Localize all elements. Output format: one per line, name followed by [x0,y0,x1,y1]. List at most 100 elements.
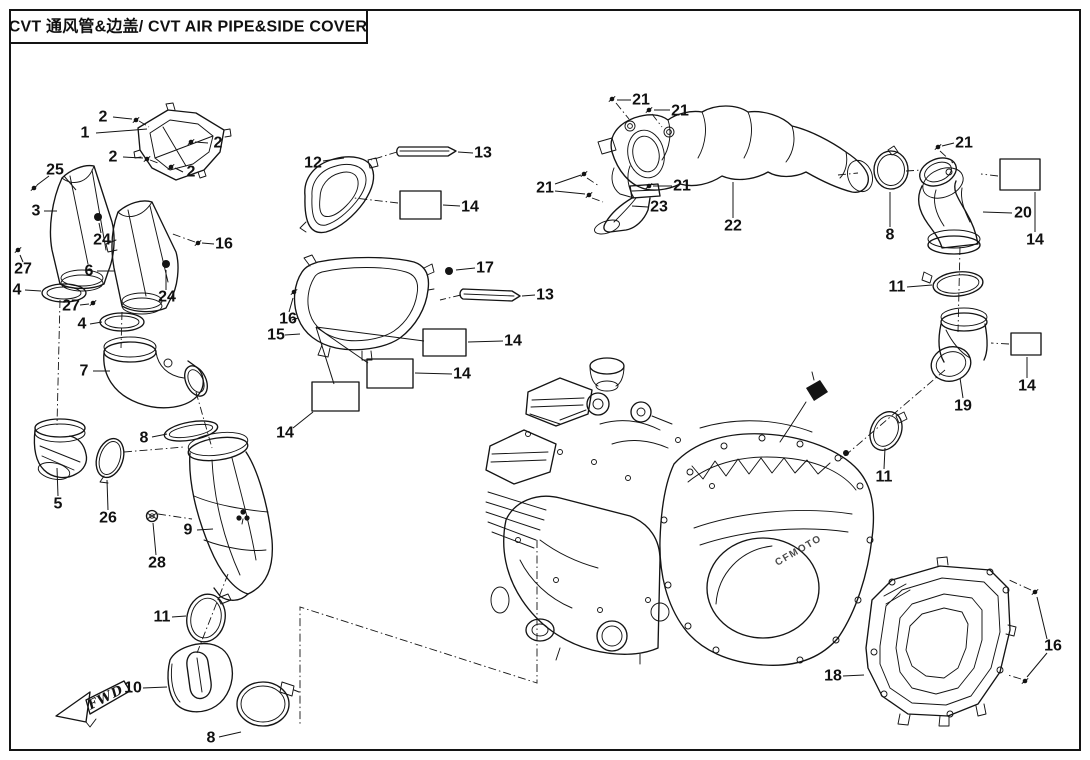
part-11-clamp-c [869,411,908,451]
callout-18: 18 [824,668,842,685]
callout-16: 16 [1044,638,1062,655]
part-26-clamp-ring [95,437,125,484]
part-21-fastener [580,171,588,177]
callout-4: 4 [78,316,87,333]
callout-14: 14 [504,333,522,350]
callout-21: 21 [536,180,554,197]
leader-line [196,528,214,531]
fwd-label: FWD [85,683,127,714]
leader-line [98,222,102,234]
callout-8: 8 [207,730,216,747]
callout-4: 4 [13,282,22,299]
callout-22: 22 [724,218,742,235]
callout-17: 17 [476,260,494,277]
leader-line [414,372,453,375]
part-6-rear-air-duct [105,200,179,315]
assembly-axis-lines [56,151,961,726]
callout-8: 8 [140,430,149,447]
callout-1: 1 [81,125,90,142]
leader-line [631,205,649,208]
leader-line [521,294,536,297]
part-8-seal-ring-right [873,145,909,190]
part-14-label-plate-f [1010,332,1042,356]
assembly-dash-line [138,120,150,128]
callout-15: 15 [267,327,285,344]
part-18-side-cover [865,556,1017,727]
leader-line [171,615,187,618]
part-24-fastener [162,260,170,268]
part-14-label-plate-c [366,358,414,389]
assembly-dash-line [1006,578,1032,591]
callout-10: 10 [124,680,142,697]
part-2-fastener [187,139,195,145]
part-21-fastener [645,107,653,113]
leader-line [941,142,955,147]
part-4-o-ring-seal-b [99,312,145,332]
callout-2: 2 [214,135,223,152]
part-2-fastener [132,117,140,123]
callout-13: 13 [474,145,492,162]
leader-line [1036,596,1048,640]
callout-16: 16 [215,236,233,253]
part-13-seal-strip-a [396,146,457,157]
part-25-fastener [30,185,38,191]
callout-14: 14 [276,425,294,442]
part-13-seal-strip-b [459,288,521,302]
callout-2: 2 [187,164,196,181]
part-21-fastener [608,96,616,102]
leader-line [554,190,586,195]
part-4-o-ring-seal-a [41,283,87,303]
assembly-dash-line [169,232,196,243]
leader-line [455,267,476,271]
callout-27: 27 [14,261,32,278]
callout-23: 23 [650,199,668,216]
part-16-fastener [290,289,298,295]
leader-line [112,116,133,120]
fwd-direction-arrow: FWD [55,680,131,728]
leader-line [56,467,59,497]
part-27-fastener [14,247,22,253]
leader-line [142,686,168,689]
part-14-label-plate-a [399,190,442,220]
leader-line [288,297,294,313]
leader-line [95,128,148,134]
part-11-clamp-b [921,271,984,297]
title-block: CVT 通风管&边盖/ CVT AIR PIPE&SIDE COVER [9,9,368,44]
callout-28: 28 [148,555,166,572]
part-21-fastener [934,144,942,150]
page-border [9,9,1081,751]
leader-line [842,674,865,677]
assembly-dash-line [651,113,663,128]
callout-14: 14 [1018,378,1036,395]
part-2-fastener [143,156,151,162]
callout-24: 24 [158,289,176,306]
engine-illustration: CFMOTO [485,357,875,666]
mold-mark [236,509,250,525]
part-23-duct-joint [594,183,661,235]
callout-11: 11 [889,279,906,296]
callout-2: 2 [109,149,118,166]
part-21-fastener [645,183,653,189]
callout-14: 14 [1026,232,1044,249]
leader-line [554,174,582,185]
part-10-rubber-boot [167,642,234,713]
part-14-label-plate-d [311,381,360,412]
leader-line [89,321,103,325]
callout-20: 20 [1014,205,1032,222]
callout-25: 25 [46,162,64,179]
leader-line [218,731,242,738]
callout-21: 21 [671,103,689,120]
callout-21: 21 [673,178,691,195]
callout-14: 14 [453,366,471,383]
assembly-dash-line [615,102,630,120]
leader-line [322,157,345,162]
page-title: CVT 通风管&边盖/ CVT AIR PIPE&SIDE COVER [9,17,368,36]
part-20-outlet-pipe [917,157,981,255]
assembly-dash-line [990,342,1010,345]
leader-line [442,204,461,207]
assembly-dash-line [1007,674,1022,680]
leader-line [36,175,50,186]
part-3-front-air-duct [49,164,115,292]
